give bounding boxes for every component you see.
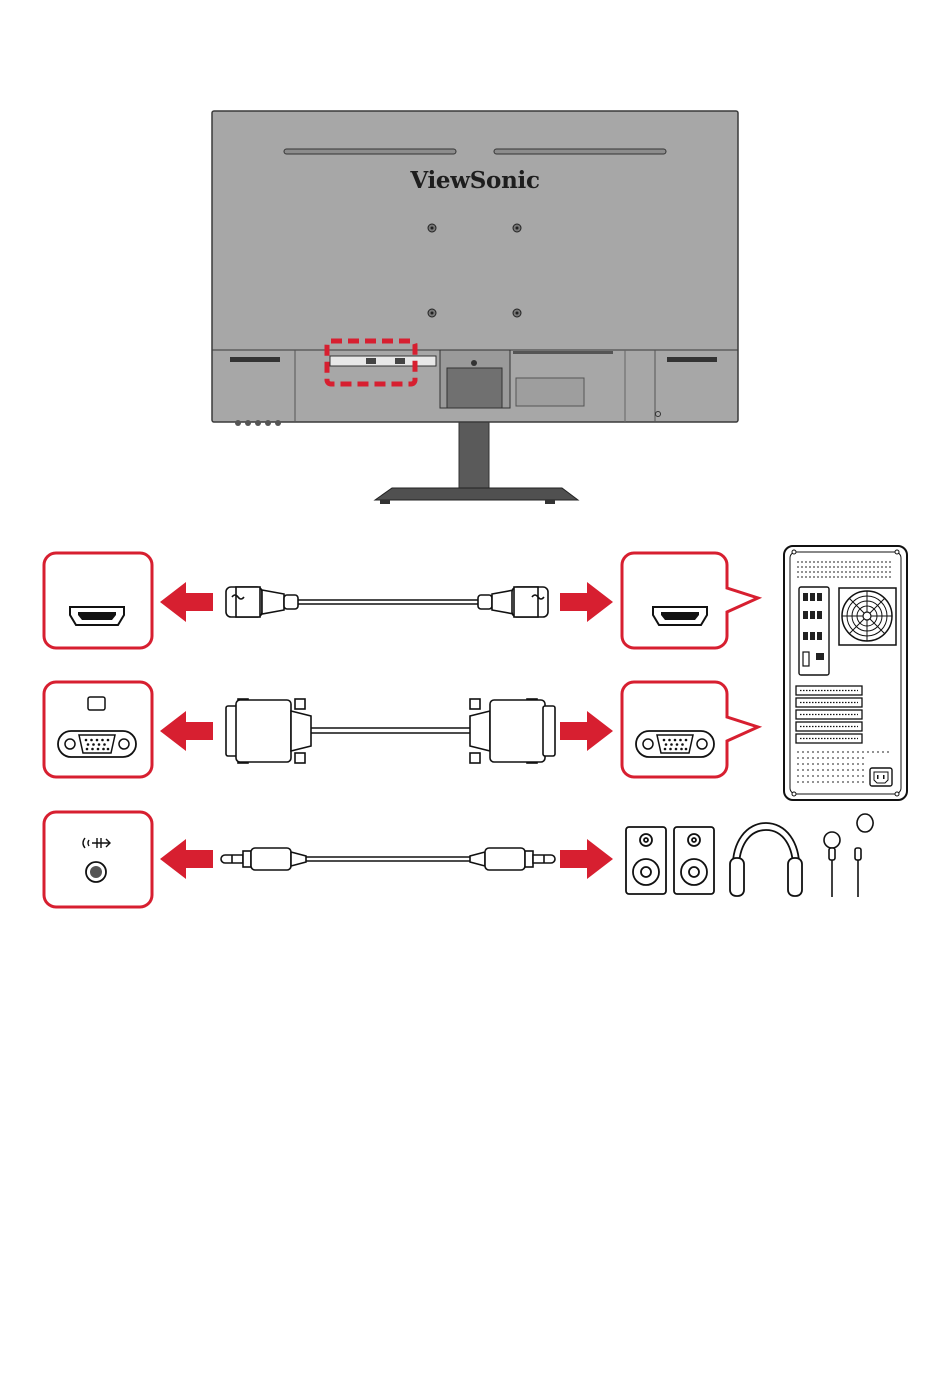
hdmi-row [44,553,758,648]
vent-slot [284,149,456,154]
pc-tower-icon [784,546,907,800]
monitor-port-box [44,553,152,648]
right-arrow-icon [560,582,613,622]
left-arrow-icon [160,582,213,622]
expansion-slots [796,686,862,743]
hdmi-port-icon [653,607,707,625]
monitor-rear-view: ViewSonic [212,111,738,504]
speakers-icon [626,827,714,894]
io-panel [330,356,436,366]
left-arrow-icon [160,711,213,751]
earphones-icon [824,814,873,897]
device-port-callout [622,682,758,777]
audio-cable-icon [221,848,555,870]
hdmi-cable-icon [226,587,548,617]
audio-row [44,812,873,907]
right-arrow-icon [560,711,613,751]
vesa-screw [428,309,436,317]
power-inlet-icon [870,768,892,786]
vent-grille [667,357,717,362]
monitor-port-box [44,812,152,907]
vesa-screw [428,224,436,232]
brand-logo: ViewSonic [409,167,539,194]
headphones-icon [730,823,802,896]
vga-cable-icon [226,699,555,763]
label-area [516,378,584,406]
vesa-screw [513,224,521,232]
stand-mount [447,368,502,408]
vesa-screw [513,309,521,317]
device-port-callout [622,553,758,648]
right-arrow-icon [560,839,613,879]
left-arrow-icon [160,839,213,879]
vga-port-icon [636,731,714,757]
fan-icon [839,588,896,645]
hdmi-port-icon [70,607,124,625]
vent-slot [494,149,666,154]
vga-label-icon [88,697,105,710]
vga-port-icon [58,731,136,757]
vent-grille [230,357,280,362]
stand-base [375,488,578,500]
vga-row [44,682,758,777]
audio-out-port-icon [86,862,106,882]
